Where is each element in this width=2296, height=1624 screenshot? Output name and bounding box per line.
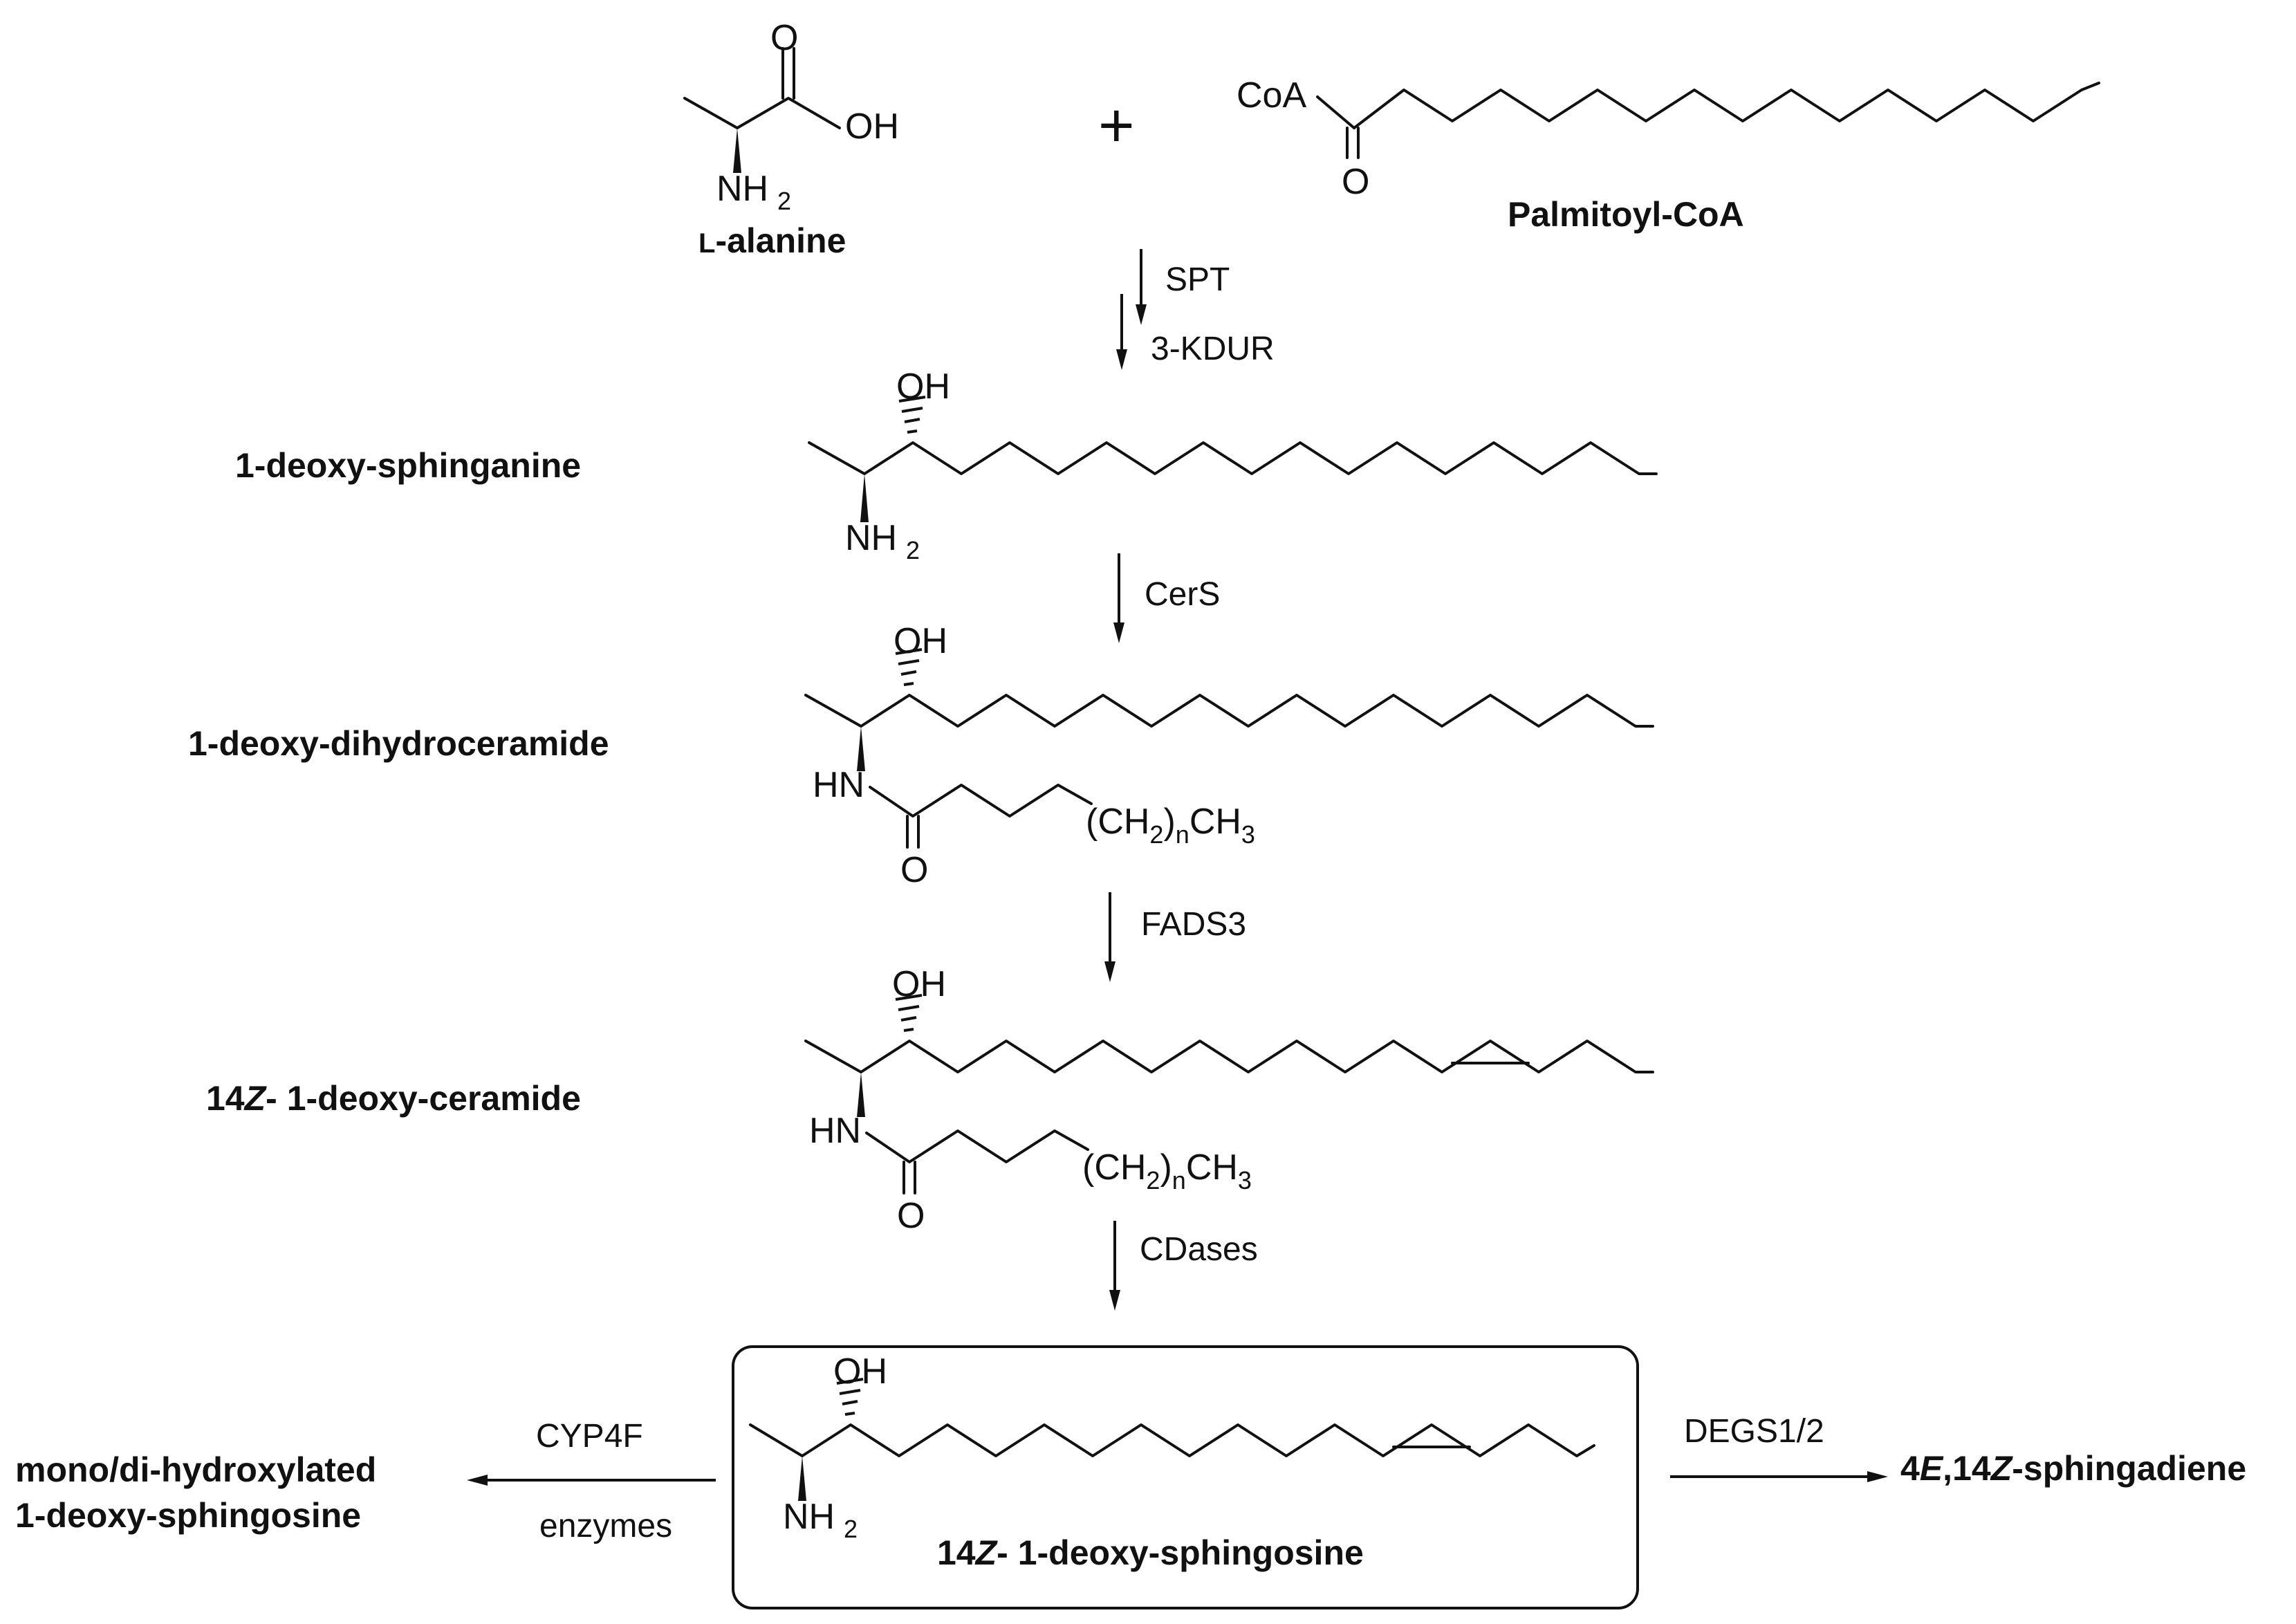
alanine-oh: OH xyxy=(845,107,899,147)
dihydroceramide-tail: (CH2)nCH3 xyxy=(1086,802,1255,849)
enzyme-spt: SPT xyxy=(1165,261,1230,298)
arrow-fads3 xyxy=(1104,892,1115,982)
alanine-label: L-alanine xyxy=(698,221,846,260)
palmitoyl-coa-label: Palmitoyl-CoA xyxy=(1508,195,1744,234)
arrow-3kdur xyxy=(1116,294,1127,370)
arrow-spt xyxy=(1136,249,1147,325)
alanine-structure: O OH NH 2 xyxy=(683,18,899,215)
hydroxylated-label-line1: mono/di-hydroxylated xyxy=(15,1450,376,1489)
sphingosine-nh-sub: 2 xyxy=(844,1515,858,1543)
dihydroceramide-structure: OH HN O (CH2)nCH3 xyxy=(804,621,1654,890)
sphinganine-structure: OH NH 2 xyxy=(808,367,1658,564)
dihydroceramide-carbonyl-o: O xyxy=(900,850,928,890)
sphinganine-nh-sub: 2 xyxy=(906,536,920,564)
ceramide-structure: OH HN O (CH2)nCH3 xyxy=(804,964,1654,1236)
hydroxylated-label-line2: 1-deoxy-sphingosine xyxy=(15,1496,361,1535)
ceramide-label: 14Z- 1-deoxy-ceramide xyxy=(206,1079,581,1118)
alanine-nh: NH xyxy=(716,169,768,209)
arrow-cyp4f xyxy=(467,1475,716,1486)
enzyme-cyp4f-sub: enzymes xyxy=(539,1508,672,1544)
ceramide-tail: (CH2)nCH3 xyxy=(1082,1147,1252,1194)
enzyme-3kdur: 3-KDUR xyxy=(1151,331,1275,367)
enzyme-cdases: CDases xyxy=(1140,1231,1258,1268)
sphingosine-label: 14Z- 1-deoxy-sphingosine xyxy=(937,1533,1364,1572)
alanine-nh-sub: 2 xyxy=(777,187,791,215)
enzyme-fads3: FADS3 xyxy=(1141,906,1246,943)
arrow-degs xyxy=(1670,1471,1888,1482)
sphingosine-oh: OH xyxy=(833,1351,887,1392)
palmitoyl-coa-structure: CoA O xyxy=(1237,75,2100,202)
sphingadiene-label: 4E,14Z-sphingadiene xyxy=(1900,1449,2246,1488)
enzyme-cyp4f: CYP4F xyxy=(536,1418,643,1455)
coa-label: CoA xyxy=(1237,75,1306,116)
sphingosine-nh: NH xyxy=(783,1497,835,1537)
enzyme-degs: DEGS1/2 xyxy=(1684,1413,1824,1450)
plus-sign: + xyxy=(1098,91,1135,160)
sphinganine-oh: OH xyxy=(896,367,950,407)
ceramide-hn: HN xyxy=(809,1111,861,1151)
dihydroceramide-oh: OH xyxy=(894,621,947,661)
palmitoyl-carbonyl-o: O xyxy=(1342,162,1369,202)
enzyme-cers: CerS xyxy=(1145,576,1220,613)
arrow-cdases xyxy=(1109,1221,1120,1311)
dihydroceramide-hn: HN xyxy=(813,765,864,805)
sphingosine-structure: OH NH 2 xyxy=(749,1351,1595,1543)
sphinganine-nh: NH xyxy=(845,518,897,558)
arrow-cers xyxy=(1113,553,1124,643)
dihydroceramide-label: 1-deoxy-dihydroceramide xyxy=(188,724,609,763)
sphinganine-label: 1-deoxy-sphinganine xyxy=(235,446,581,485)
sphingosine-box xyxy=(732,1345,1639,1609)
ceramide-carbonyl-o: O xyxy=(897,1196,925,1236)
alanine-carbonyl-o: O xyxy=(770,18,798,58)
ceramide-oh: OH xyxy=(892,964,946,1004)
